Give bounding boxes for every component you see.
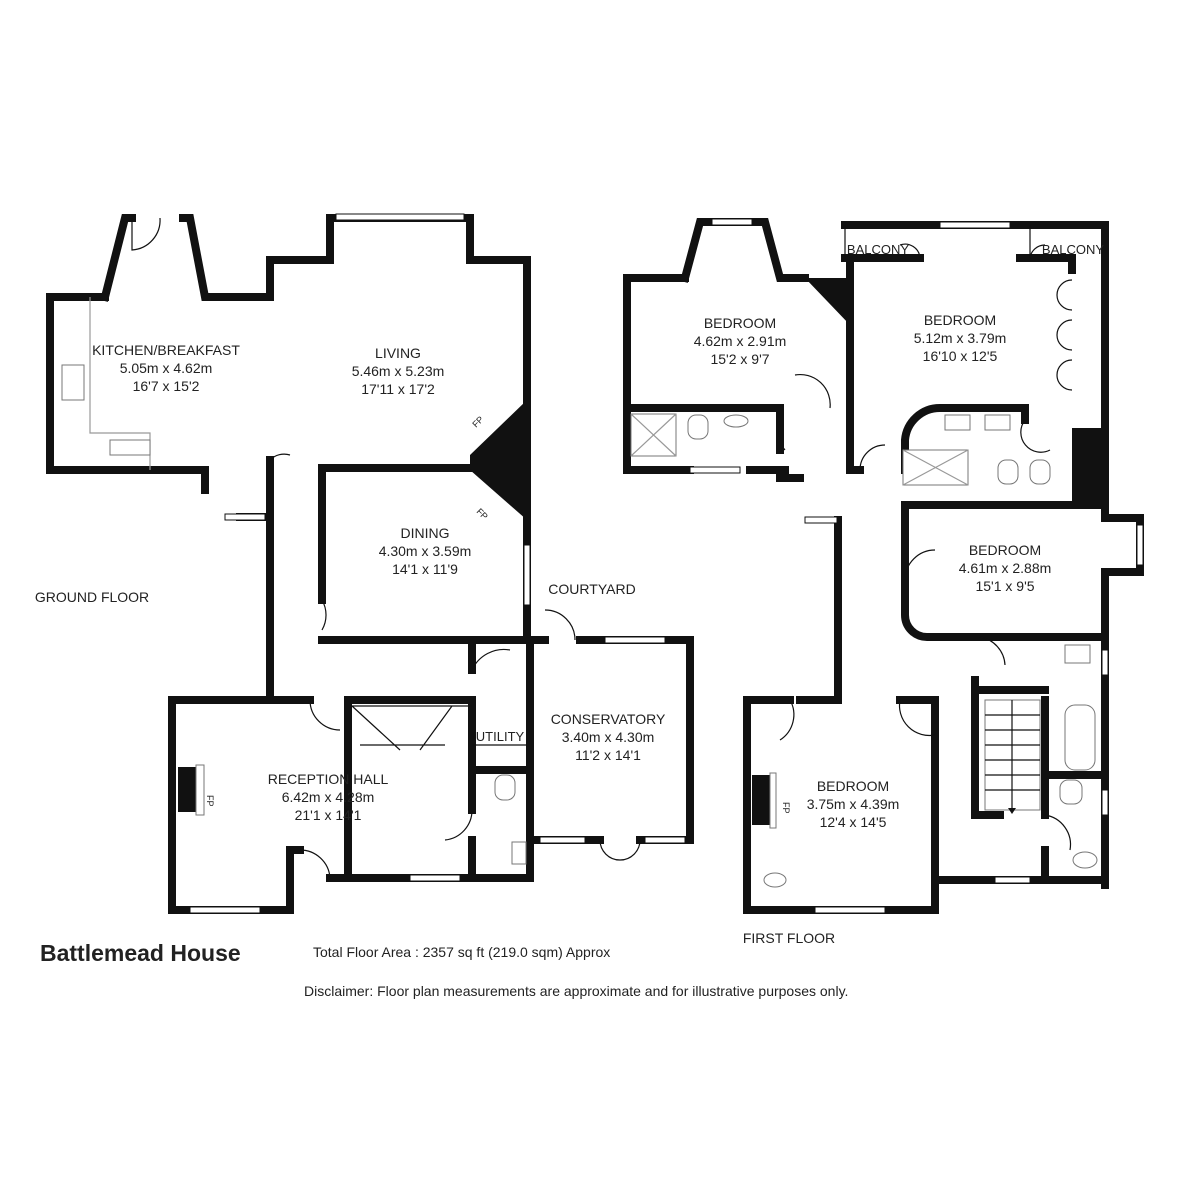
floor-label: FIRST FLOOR [743,930,835,946]
ground-floor-windows [189,213,686,914]
bedroom-fireplace [752,775,770,825]
sink-icon [109,439,151,456]
room-metric: 4.62m x 2.91m [694,333,787,349]
room-metric: 5.05m x 4.62m [120,360,213,376]
basin-icon [944,414,971,431]
room-imperial: 14'1 x 11'9 [392,561,458,577]
ground-floor-fixtures [61,217,641,879]
staircase [351,705,472,751]
fp-label: FP [470,414,485,429]
first-floor-walls [623,218,1144,914]
room-metric: 5.12m x 3.79m [914,330,1007,346]
room-name: BEDROOM [924,312,996,328]
room-imperial: 16'10 x 12'5 [923,348,998,364]
room-name: UTILITY [476,729,525,744]
room-name: LIVING [375,345,421,361]
room-imperial: 15'1 x 9'5 [975,578,1034,594]
fp-label: FP [475,506,490,521]
first-floor-windows [689,218,1144,914]
courtyard-label: COURTYARD [548,581,635,597]
room-name: RECEPTION HALL [268,771,389,787]
room-metric: 4.61m x 2.88m [959,560,1052,576]
room-imperial: 17'11 x 17'2 [361,381,435,397]
chimney-breast [470,400,527,520]
room-name: BEDROOM [969,542,1041,558]
room-name: BEDROOM [817,778,889,794]
disclaimer: Disclaimer: Floor plan measurements are … [304,983,849,999]
room-imperial: 12'4 x 14'5 [820,814,887,830]
basin-icon [511,841,527,865]
first-floor-fixtures [630,243,1098,888]
room-imperial: 16'7 x 15'2 [133,378,200,394]
hob-icon [61,364,85,401]
reception-fireplace [178,767,196,812]
room-imperial: 11'2 x 14'1 [575,747,641,763]
ground-floor-labels: KITCHEN/BREAKFAST 5.05m x 4.62m 16'7 x 1… [35,342,666,823]
room-metric: 3.40m x 4.30m [562,729,655,745]
toilet-icon [1059,779,1083,805]
toilet-icon [494,774,516,801]
fp-label: FP [781,802,791,814]
toilet-icon [1029,459,1051,485]
room-name: DINING [401,525,450,541]
balcony-label: BALCONY [1042,242,1104,257]
ground-floor-walls [46,214,694,914]
toilet-icon [997,459,1019,485]
fp-label: FP [205,795,215,807]
room-metric: 6.42m x 4.28m [282,789,375,805]
floor-label: GROUND FLOOR [35,589,149,605]
room-imperial: 21'1 x 14'1 [295,807,362,823]
balcony-label: BALCONY [847,242,909,257]
first-floor-labels: BEDROOM 4.62m x 2.91m 15'2 x 9'7 BEDROOM… [694,242,1105,946]
basin-icon [984,414,1011,431]
room-metric: 5.46m x 5.23m [352,363,445,379]
bath-icon [1064,704,1096,771]
property-name: Battlemead House [40,940,241,966]
room-name: CONSERVATORY [551,711,666,727]
basin-icon [1064,644,1091,664]
total-floor-area: Total Floor Area : 2357 sq ft (219.0 sqm… [313,944,611,960]
room-metric: 4.30m x 3.59m [379,543,472,559]
toilet-icon [687,414,709,440]
basin-icon [763,872,787,888]
room-name: KITCHEN/BREAKFAST [92,342,240,358]
room-name: BEDROOM [704,315,776,331]
basin-icon [723,414,749,428]
room-metric: 3.75m x 4.39m [807,796,900,812]
room-imperial: 15'2 x 9'7 [710,351,769,367]
basin-icon [1072,851,1098,869]
